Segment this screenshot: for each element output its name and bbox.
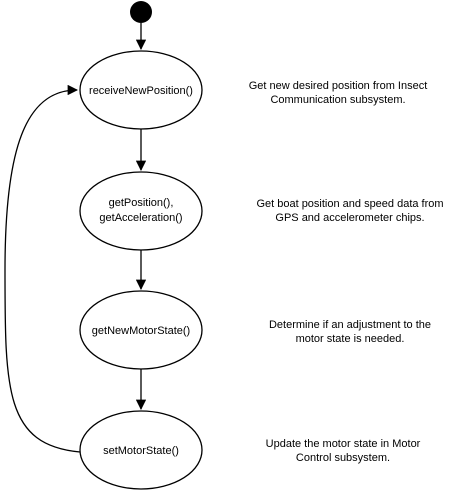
activity-node-receive: receiveNewPosition()	[79, 50, 203, 130]
node-label: getNewMotorState()	[92, 325, 190, 337]
note-text: Determine if an adjustment to the	[269, 319, 431, 331]
note-text: Communication subsystem.	[270, 94, 405, 106]
note-text: motor state is needed.	[296, 333, 405, 345]
activity-node-getpos: getPosition(), getAcceleration()	[79, 171, 203, 251]
activity-node-getnew: getNewMotorState()	[79, 290, 203, 370]
note-getnew: Determine if an adjustment to the motor …	[269, 319, 431, 345]
node-label: setMotorState()	[103, 445, 179, 457]
note-text: Get boat position and speed data from	[256, 198, 443, 210]
node-label: getAcceleration()	[99, 212, 182, 224]
note-text: Update the motor state in Motor	[266, 438, 421, 450]
activity-node-setmotor: setMotorState()	[79, 410, 203, 490]
note-getpos: Get boat position and speed data from GP…	[256, 198, 443, 224]
node-label: getPosition(),	[109, 197, 174, 209]
note-text: GPS and accelerometer chips.	[275, 212, 424, 224]
node-label: receiveNewPosition()	[89, 85, 193, 97]
note-text: Control subsystem.	[296, 452, 390, 464]
note-setmotor: Update the motor state in Motor Control …	[266, 438, 421, 464]
arrow-loop-back	[4, 84, 81, 453]
note-receive: Get new desired position from Insect Com…	[249, 80, 428, 106]
note-text: Get new desired position from Insect	[249, 80, 428, 92]
start-node	[130, 1, 152, 23]
